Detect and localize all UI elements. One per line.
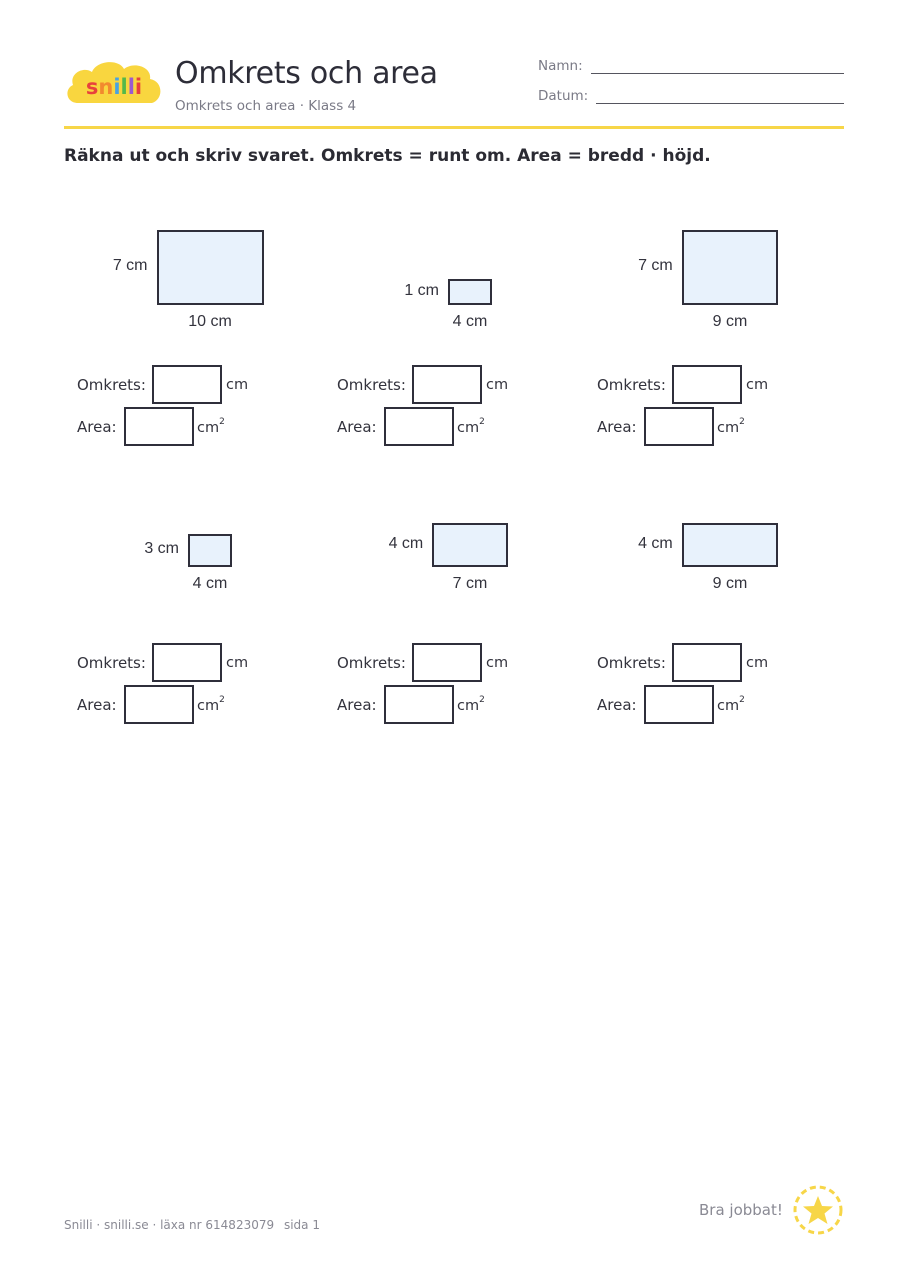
area-unit-base: cm bbox=[197, 697, 220, 714]
page-subtitle: Omkrets och area · Klass 4 bbox=[175, 98, 357, 114]
perimeter-unit: cm bbox=[486, 655, 509, 671]
area-label: Area: bbox=[337, 696, 377, 714]
width-label: 9 cm bbox=[712, 313, 748, 330]
perimeter-label: Omkrets: bbox=[597, 654, 666, 672]
perimeter-label: Omkrets: bbox=[337, 654, 406, 672]
date-label: Datum: bbox=[538, 88, 589, 104]
rectangle-shape bbox=[681, 229, 779, 305]
width-label: 10 cm bbox=[188, 313, 232, 330]
area-unit-exponent: 2 bbox=[219, 695, 225, 705]
area-unit-exponent: 2 bbox=[739, 417, 745, 427]
height-label: 7 cm bbox=[112, 257, 148, 275]
area-unit-exponent: 2 bbox=[739, 695, 745, 705]
area-answer-box[interactable] bbox=[384, 407, 454, 446]
area-unit: cm2 bbox=[457, 417, 485, 436]
perimeter-answer-box[interactable] bbox=[672, 365, 742, 404]
height-label: 4 cm bbox=[388, 535, 424, 552]
perimeter-label: Omkrets: bbox=[597, 376, 666, 394]
area-label: Area: bbox=[337, 418, 377, 436]
width-label: 7 cm bbox=[452, 575, 488, 592]
area-unit-exponent: 2 bbox=[219, 417, 225, 427]
snilli-logo: snilli bbox=[67, 62, 161, 103]
height-label: 1 cm bbox=[404, 282, 439, 299]
width-label: 9 cm bbox=[712, 575, 748, 592]
area-answer-box[interactable] bbox=[124, 685, 194, 724]
height-label: 4 cm bbox=[638, 535, 673, 552]
height-label: 7 cm bbox=[638, 257, 673, 275]
perimeter-answer-box[interactable] bbox=[412, 643, 482, 682]
perimeter-unit: cm bbox=[226, 377, 249, 393]
area-unit: cm2 bbox=[717, 417, 745, 436]
area-unit: cm2 bbox=[197, 417, 225, 436]
header-divider bbox=[64, 126, 844, 129]
area-answer-box[interactable] bbox=[124, 407, 194, 446]
area-unit-base: cm bbox=[197, 419, 220, 436]
perimeter-label: Omkrets: bbox=[337, 376, 406, 394]
area-label: Area: bbox=[597, 696, 637, 714]
perimeter-answer-box[interactable] bbox=[152, 643, 222, 682]
perimeter-unit: cm bbox=[746, 655, 769, 671]
area-unit-base: cm bbox=[457, 697, 480, 714]
footer-brand: Snilli · snilli.se · läxa nr 614823079 bbox=[64, 1218, 275, 1232]
footer-page: sida 1 bbox=[283, 1218, 320, 1232]
svg-text:snilli: snilli bbox=[86, 75, 142, 99]
star-badge-icon bbox=[793, 1185, 843, 1235]
rectangle-shape bbox=[681, 523, 779, 567]
area-answer-box[interactable] bbox=[384, 685, 454, 724]
area-unit-base: cm bbox=[717, 419, 740, 436]
area-unit-exponent: 2 bbox=[479, 417, 485, 427]
perimeter-label: Omkrets: bbox=[77, 376, 146, 394]
width-label: 4 cm bbox=[192, 575, 228, 592]
area-unit-base: cm bbox=[457, 419, 480, 436]
footer-info: Snilli · snilli.se · läxa nr 614823079 s… bbox=[64, 1218, 320, 1232]
area-label: Area: bbox=[597, 418, 637, 436]
area-answer-box[interactable] bbox=[644, 685, 714, 724]
area-unit: cm2 bbox=[197, 695, 225, 714]
date-field[interactable] bbox=[596, 103, 844, 104]
area-answer-box[interactable] bbox=[644, 407, 714, 446]
rectangle-shape bbox=[432, 523, 508, 567]
perimeter-unit: cm bbox=[746, 377, 769, 393]
rectangle-shape bbox=[188, 533, 232, 567]
praise-text: Bra jobbat! bbox=[699, 1201, 783, 1219]
area-label: Area: bbox=[77, 418, 117, 436]
width-label: 4 cm bbox=[452, 313, 488, 330]
area-unit-exponent: 2 bbox=[479, 695, 485, 705]
perimeter-answer-box[interactable] bbox=[672, 643, 742, 682]
area-unit: cm2 bbox=[457, 695, 485, 714]
rectangle-shape bbox=[156, 229, 264, 305]
perimeter-answer-box[interactable] bbox=[152, 365, 222, 404]
height-label: 3 cm bbox=[144, 540, 179, 558]
rectangle-shape bbox=[448, 279, 492, 305]
perimeter-answer-box[interactable] bbox=[412, 365, 482, 404]
perimeter-label: Omkrets: bbox=[77, 654, 146, 672]
name-field[interactable] bbox=[591, 73, 844, 74]
perimeter-unit: cm bbox=[486, 377, 509, 393]
area-unit-base: cm bbox=[717, 697, 740, 714]
name-label: Namn: bbox=[538, 58, 583, 74]
area-unit: cm2 bbox=[717, 695, 745, 714]
area-label: Area: bbox=[77, 696, 117, 714]
instruction-text: Räkna ut och skriv svaret. Omkrets = run… bbox=[64, 146, 711, 166]
page-title: Omkrets och area bbox=[175, 56, 438, 91]
perimeter-unit: cm bbox=[226, 655, 249, 671]
